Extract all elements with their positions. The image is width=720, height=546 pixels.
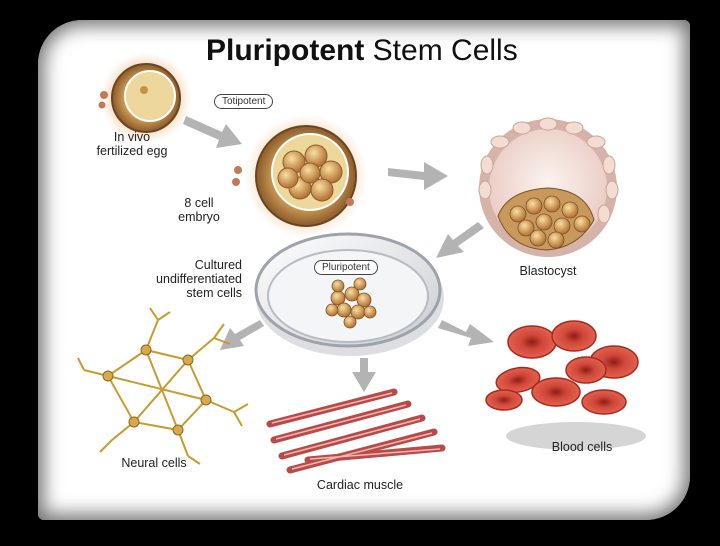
- blood-cells-label: Blood cells: [551, 440, 613, 454]
- cardiac-muscle: [266, 388, 446, 474]
- arrow-embryo-to-blastocyst: [388, 162, 448, 190]
- neural-cells-label: Neural cells: [121, 456, 187, 470]
- blastocyst-label: Blastocyst: [519, 264, 577, 278]
- arrow-egg-to-embryo: [183, 116, 242, 148]
- arrow-dish-to-blood: [438, 320, 494, 346]
- pluripotent-badge: Pluripotent: [314, 260, 378, 275]
- diagram-frame: Pluripotent Stem Cells Totipotent Plurip…: [38, 20, 690, 520]
- blastocyst: [478, 117, 619, 257]
- diagram-artwork: [77, 52, 646, 474]
- arrow-dish-to-neural: [220, 320, 264, 350]
- totipotent-badge: Totipotent: [214, 94, 274, 109]
- petri-dish: [254, 232, 444, 356]
- fertilized-egg: [98, 52, 192, 144]
- arrow-blastocyst-to-dish: [436, 222, 484, 258]
- cardiac-muscle-label: Cardiac muscle: [316, 478, 404, 492]
- process-arrows: [183, 116, 494, 392]
- neural-cells: [77, 307, 249, 465]
- page-title: Pluripotent Stem Cells: [206, 34, 518, 67]
- eight-cell-embryo: [232, 114, 368, 238]
- arrow-dish-to-muscle: [352, 358, 376, 392]
- blood-cells: [485, 320, 646, 450]
